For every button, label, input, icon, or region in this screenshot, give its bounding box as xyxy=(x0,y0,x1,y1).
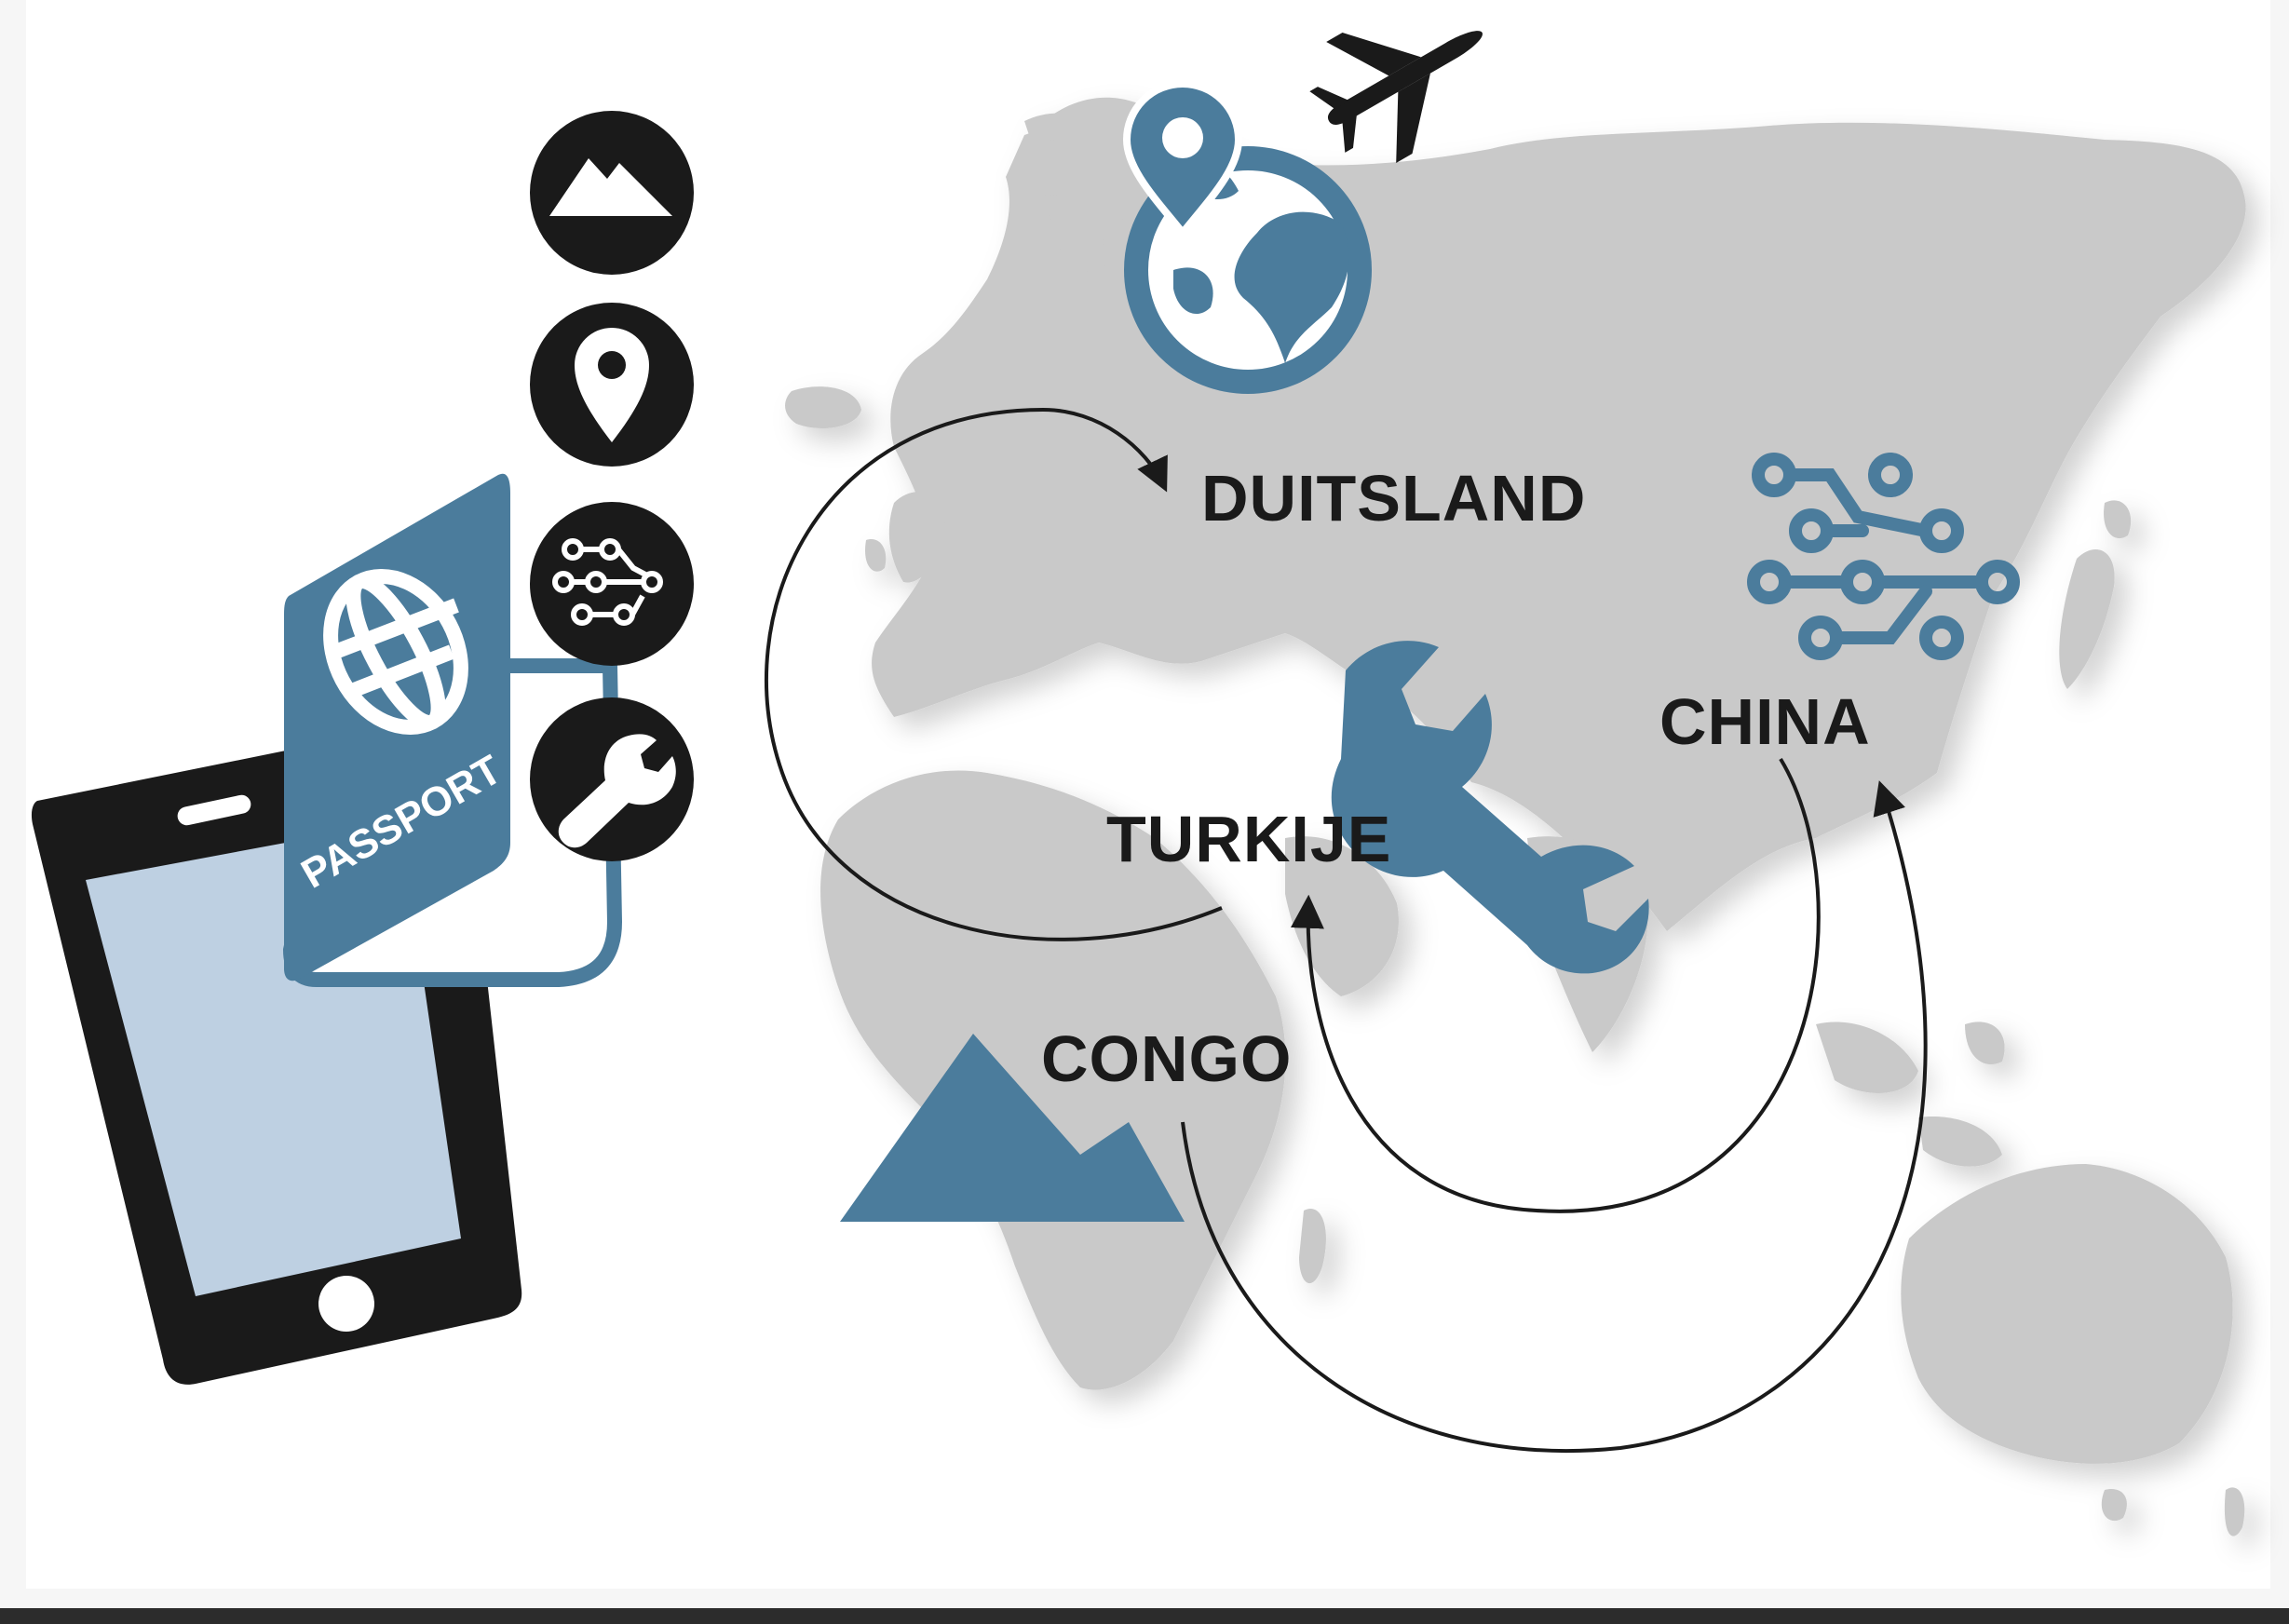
country-label-turkije: TURKIJE xyxy=(1106,803,1392,875)
mountain-icon xyxy=(840,1034,1185,1222)
arrow-turkije-to-duitsland xyxy=(764,407,1223,941)
airplane-icon xyxy=(1309,31,1483,163)
mountain-icon xyxy=(530,111,694,275)
wrench-icon xyxy=(1331,641,1649,974)
country-label-china: CHINA xyxy=(1659,685,1871,758)
passport-globe-icon xyxy=(323,568,468,736)
arrow-china-to-turkije xyxy=(1290,757,1821,1213)
country-label-duitsland: DUITSLAND xyxy=(1201,462,1587,535)
circuit-icon xyxy=(1747,453,2020,660)
location-pin-icon xyxy=(530,303,694,467)
side-icon-column xyxy=(530,111,694,861)
flow-arrows xyxy=(764,407,1928,1454)
passport-illustration: PASSPORT xyxy=(282,473,623,987)
bottom-bar xyxy=(0,1608,2289,1624)
arrow-congo-to-china xyxy=(1181,780,1928,1454)
circuit-icon xyxy=(530,502,694,666)
wrench-icon xyxy=(530,697,694,861)
globe-pin-icon xyxy=(1122,80,1372,394)
country-label-congo: CONGO xyxy=(1041,1022,1293,1095)
